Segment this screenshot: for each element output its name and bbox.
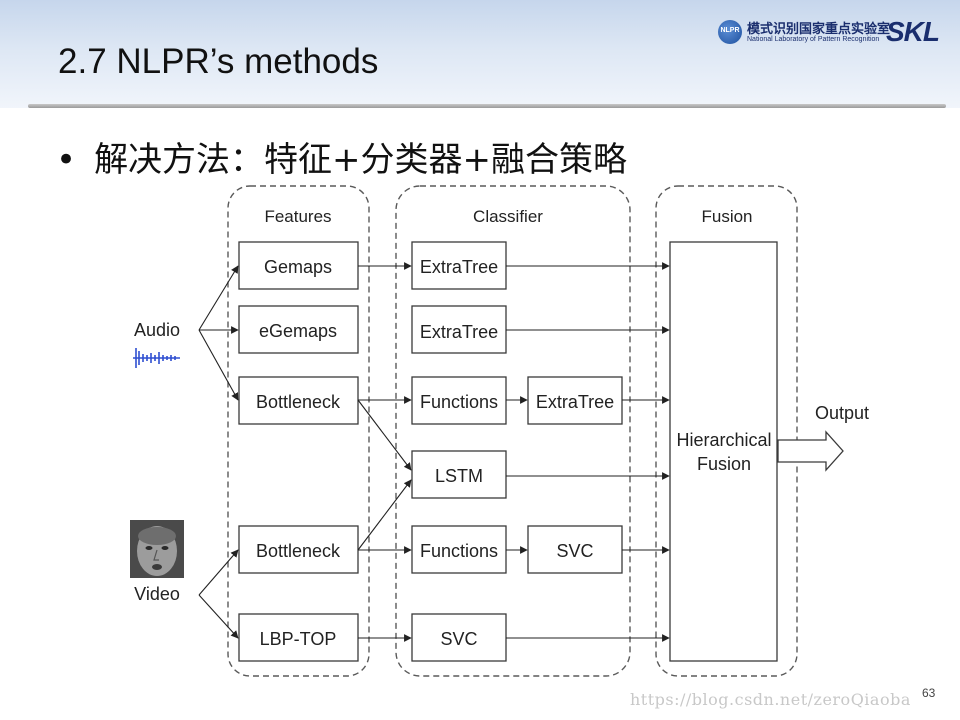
classifier-label: Functions: [420, 541, 498, 561]
classifier-functions-box: [411, 525, 507, 574]
feature-bottleneck-audio-box: [238, 376, 359, 425]
bullet-point: • 解决方法：特征+分类器+融合策略: [56, 132, 627, 181]
lab-name-cn: 模式识别国家重点实验室: [747, 22, 891, 37]
feature-label: Bottleneck: [256, 541, 341, 561]
classifier-extratree-box: [527, 376, 623, 425]
feature-bottleneck-video-box: [238, 525, 359, 574]
classifier-label: LSTM: [435, 466, 483, 486]
classifier-label: ExtraTree: [420, 257, 498, 277]
lab-logo: NLPR 模式识别国家重点实验室 National Laboratory of …: [718, 16, 950, 48]
classifier-lstm-box: [411, 450, 507, 499]
feature-egemaps-box: [238, 305, 359, 354]
classifier-extratree-box: [411, 305, 507, 354]
features-header: Features: [264, 207, 331, 226]
features-group: [227, 185, 370, 677]
classifier-label: SVC: [440, 629, 477, 649]
classifier-svc-box: [527, 525, 623, 574]
fusion-group: [655, 185, 798, 677]
fusion-label-line2: Fusion: [697, 454, 751, 474]
classifier-svc-box: [411, 613, 507, 662]
classifier-label: Functions: [420, 392, 498, 412]
classifier-functions-box: [411, 376, 507, 425]
fusion-header: Fusion: [701, 207, 752, 226]
skl-logo-mark: SKL: [886, 16, 940, 47]
classifier-header: Classifier: [473, 207, 543, 226]
feature-label: Bottleneck: [256, 392, 341, 412]
output-label: Output: [815, 403, 869, 423]
fusion-label-line1: Hierarchical: [676, 430, 771, 450]
feature-gemaps-box: [238, 241, 359, 290]
feature-label: LBP-TOP: [260, 629, 337, 649]
feature-lbp-top-box: [238, 613, 359, 662]
page-number: 63: [922, 686, 936, 700]
audio-waveform-icon: [133, 348, 180, 368]
header-band: [0, 0, 960, 108]
lab-emblem-icon: NLPR: [718, 20, 742, 44]
classifier-group: [395, 185, 631, 677]
connector-arrows: [198, 262, 670, 642]
header-divider: [28, 104, 946, 108]
bullet-text: 解决方法：特征+分类器+融合策略: [94, 140, 628, 180]
fusion-box: [669, 241, 778, 662]
face-thumbnail-icon: [130, 520, 184, 578]
audio-label: Audio: [134, 320, 180, 340]
video-label: Video: [134, 584, 180, 604]
output-arrow-icon: [777, 430, 844, 472]
bullet-dot-icon: •: [56, 140, 77, 180]
watermark-url: https://blog.csdn.net/zeroQiaoba: [630, 690, 911, 709]
slide-title: 2.7 NLPR’s methods: [58, 42, 379, 81]
lab-name-en: National Laboratory of Pattern Recogniti…: [747, 36, 880, 43]
feature-label: eGemaps: [259, 321, 337, 341]
feature-label: Gemaps: [264, 257, 332, 277]
classifier-label: SVC: [556, 541, 593, 561]
classifier-label: ExtraTree: [536, 392, 614, 412]
classifier-label: ExtraTree: [420, 322, 498, 342]
